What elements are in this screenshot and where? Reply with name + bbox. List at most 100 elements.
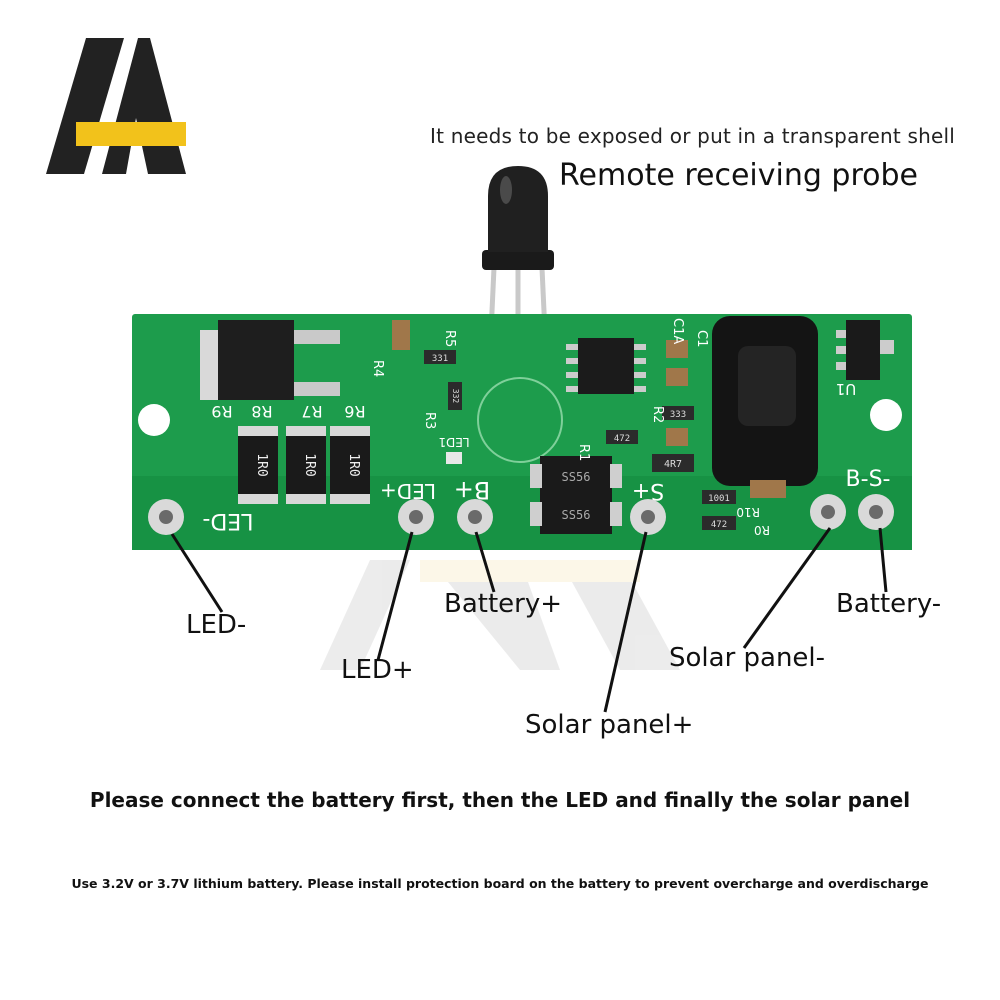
pcb-shape	[606, 430, 638, 444]
power-resistor-1: 1R0	[238, 426, 278, 504]
pcb-shape	[750, 480, 786, 498]
label-solar-minus: Solar panel-	[669, 643, 826, 673]
pcb-shape	[294, 382, 340, 396]
silk-led-plus: LED+	[380, 479, 436, 503]
diode-ss56-1: SS56	[530, 456, 622, 496]
pcb-shape	[652, 454, 694, 472]
pcb-shape	[870, 399, 902, 431]
mosfet-component	[200, 320, 340, 400]
pad-led-plus	[398, 499, 434, 535]
silk-r1: R1	[576, 444, 591, 461]
pcb-shape	[566, 358, 578, 364]
pcb-shape	[821, 505, 835, 519]
silk-s-plus: S+	[632, 478, 664, 503]
pcb-shape	[560, 560, 680, 670]
pcb-shape	[238, 426, 278, 504]
silk-c1a: C1A	[670, 318, 685, 344]
pad-led-minus	[148, 499, 184, 535]
silk-r5: R5	[442, 330, 457, 347]
silk-u1: U1	[836, 380, 857, 398]
pad-solar-plus	[630, 499, 666, 535]
pcb-shape	[409, 510, 423, 524]
pcb-shape	[424, 350, 456, 364]
inductor-4r7: 4R7	[652, 454, 694, 472]
pcb-shape	[330, 426, 370, 504]
leader-battery-plus	[474, 531, 496, 593]
silk-r2: R2	[650, 406, 665, 423]
exposure-note: It needs to be exposed or put in a trans…	[430, 124, 955, 148]
pcb-shape: 1R0	[346, 453, 361, 476]
pcb-shape	[540, 494, 612, 534]
silk-r10: R10	[736, 505, 760, 519]
smd-resistor-332: 332	[448, 382, 462, 410]
pcb-shape	[566, 372, 578, 378]
capacitor-4	[392, 320, 410, 350]
pcb-shape	[738, 346, 796, 426]
probe-title: Remote receiving probe	[559, 158, 918, 193]
pcb-shape	[634, 372, 646, 378]
pcb-shape: 1R0	[254, 453, 269, 476]
pcb-shape	[530, 464, 542, 488]
pcb-shape: 1001	[708, 494, 730, 504]
silk-r6: R6	[344, 402, 365, 421]
pcb-shape	[159, 510, 173, 524]
label-solar-plus: Solar panel+	[525, 710, 694, 740]
pcb-shape	[836, 330, 846, 338]
connection-order-instruction: Please connect the battery first, then t…	[89, 788, 911, 812]
pcb-shape	[330, 426, 370, 436]
pcb-shape: 331	[432, 354, 448, 364]
pcb-shape	[641, 510, 655, 524]
pad-solar-minus	[810, 494, 846, 530]
pcb-shape	[286, 426, 326, 436]
u1-regulator	[836, 320, 894, 380]
pcb-shape	[530, 502, 542, 526]
pcb-shape	[634, 344, 646, 350]
pcb-shape: 1R0	[302, 453, 317, 476]
pcb-shape	[880, 340, 894, 354]
silk-r3: R3	[422, 412, 437, 429]
leader-led-minus	[170, 533, 224, 613]
pcb-shape: 332	[451, 389, 460, 404]
smd-resistor-331: 331	[424, 350, 456, 364]
pcb-shape	[482, 250, 554, 270]
leader-solar-plus	[603, 531, 648, 713]
pcb-shape: 472	[614, 434, 630, 444]
pcb-shape	[286, 494, 326, 504]
pcb-shape	[836, 362, 846, 370]
label-led-minus: LED-	[186, 610, 247, 640]
logo-accent-bar	[76, 122, 186, 146]
smd-resistor-1001: 1001	[702, 490, 736, 504]
smd-led	[446, 452, 462, 464]
pcb-shape: SS56	[562, 470, 591, 484]
pcb-shape	[477, 377, 563, 463]
pcb-shape	[238, 494, 278, 504]
pcb-shape	[138, 404, 170, 436]
pcb-shape	[500, 176, 512, 204]
pcb-shape: 472	[711, 520, 727, 530]
logo-left-stroke	[46, 38, 124, 174]
smd-resistor-472b: 472	[702, 516, 736, 530]
pad-battery-minus	[858, 494, 894, 530]
ic-chip	[566, 338, 646, 394]
silk-led-minus: LED-	[202, 508, 253, 533]
pcb-shape	[430, 560, 560, 670]
pcb-shape	[330, 494, 370, 504]
pcb-shape	[294, 330, 340, 344]
pcb-shape	[610, 502, 622, 526]
push-switch	[712, 316, 818, 498]
capacitor-2	[666, 368, 688, 386]
pcb-shape: 333	[670, 410, 686, 420]
pcb-shape	[218, 320, 294, 400]
silk-r7: R7	[301, 402, 322, 421]
power-resistor-2: 1R0	[286, 426, 326, 504]
pcb-shape	[634, 386, 646, 392]
pcb-shape	[836, 346, 846, 354]
pcb-shape	[320, 560, 410, 670]
leader-solar-minus	[742, 527, 832, 649]
pcb-shape	[702, 516, 736, 530]
silk-led1: LED1	[438, 435, 469, 449]
leader-battery-minus	[878, 527, 888, 593]
pcb-shape	[286, 426, 326, 504]
pcb-shape	[448, 382, 462, 410]
